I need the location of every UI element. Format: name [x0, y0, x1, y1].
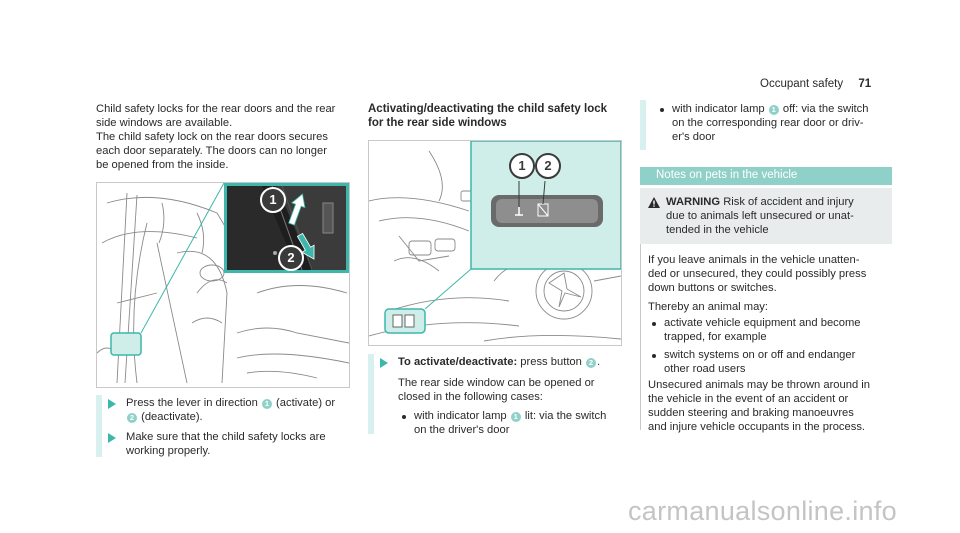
callout-badge: 1: [510, 412, 521, 422]
list-bullet: [652, 354, 656, 358]
step-arrow-icon: [108, 399, 116, 409]
figure-callout-1: 1: [509, 153, 535, 179]
window-lock-figure: 1 2: [368, 140, 622, 346]
section-heading: Activating/deactivating the child safety…: [368, 103, 608, 129]
list-item: with indicator lamp 1 lit: via the switc…: [414, 410, 607, 436]
callout-badge: 1: [768, 105, 779, 115]
watermark: carmanualsonline.info: [628, 496, 897, 526]
list-bullet: [402, 415, 406, 419]
step-activate: To activate/deactivate: press button 2.: [398, 356, 601, 368]
warning-body-rule: [640, 244, 641, 430]
list-item: activate vehicle equipment and become tr…: [664, 317, 861, 343]
thereby-text: Thereby an animal may:: [648, 301, 769, 313]
step-check-locks: Make sure that the child safety locks ar…: [126, 431, 326, 457]
warning-box: WARNING Risk of accident and injury due …: [640, 188, 892, 244]
step-bar: [640, 100, 646, 150]
page-header: Occupant safety 71: [760, 78, 871, 90]
step-press-lever: Press the lever in direction 1 (activate…: [126, 397, 336, 423]
notes-title-bar: Notes on pets in the vehicle: [640, 167, 892, 185]
list-item: with indicator lamp 1 off: via the switc…: [672, 103, 869, 143]
callout-badge: 1: [261, 399, 272, 409]
intro-paragraph: Child safety locks for the rear doors an…: [96, 103, 336, 171]
step-bar: [96, 395, 102, 457]
list-bullet: [652, 322, 656, 326]
figure-callout-2: 2: [278, 245, 304, 271]
figure-callout-2: 2: [535, 153, 561, 179]
list-item: switch systems on or off and endanger ot…: [664, 349, 856, 375]
page-number: 71: [858, 78, 872, 90]
door-illustration: [97, 183, 349, 384]
step-arrow-icon: [108, 433, 116, 443]
final-paragraph: Unsecured animals may be thrown around i…: [648, 379, 871, 433]
step-arrow-icon: [380, 358, 388, 368]
step-bar: [368, 354, 374, 434]
notes-title: Notes on pets in the vehicle: [656, 169, 798, 181]
window-body-text: The rear side window can be opened or cl…: [398, 377, 595, 403]
callout-badge: 2: [585, 358, 596, 368]
dashboard-illustration: [369, 141, 621, 342]
warning-label: WARNING: [666, 196, 721, 208]
warning-icon: [648, 197, 660, 208]
figure-callout-1: 1: [260, 187, 286, 213]
warning-body-text: If you leave animals in the vehicle unat…: [648, 254, 867, 294]
child-lock-door-figure: 1 2: [96, 182, 350, 388]
list-bullet: [660, 108, 664, 112]
callout-badge: 2: [127, 413, 137, 423]
section-title: Occupant safety: [760, 78, 844, 90]
